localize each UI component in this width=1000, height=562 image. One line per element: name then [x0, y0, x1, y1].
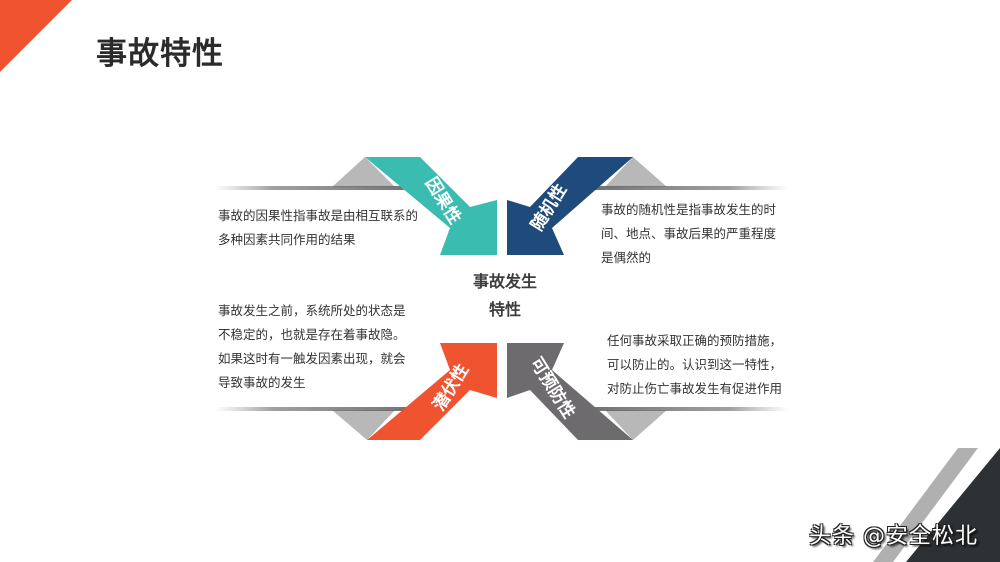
preventability-back-triangle — [605, 410, 667, 440]
randomness-arrow — [507, 157, 633, 255]
latency-shadow-line — [215, 407, 445, 411]
preventability-shadow-line — [558, 407, 788, 411]
randomness-description: 事故的随机性是指事故发生的时 间、地点、事故后果的严重程度 是偶然的 — [601, 202, 777, 265]
preventability-description: 任何事故采取正确的预防措施， 可以防止的。认识到这一特性， 对防止伤亡事故发生有… — [607, 333, 783, 396]
latency-description: 事故发生之前，系统所处的状态是 不稳定的，也就是存在着事故隐。 如果这时有一触发… — [218, 303, 406, 390]
causality-shadow-line — [215, 186, 445, 190]
corner-accent-dark — [906, 448, 1000, 562]
randomness-shadow-line — [558, 186, 788, 190]
page-title: 事故特性 — [96, 36, 224, 72]
randomness-back-triangle — [605, 157, 667, 187]
center-label: 事故发生 特性 — [472, 272, 537, 319]
causality-arrow — [365, 157, 497, 255]
preventability-arrow — [507, 343, 633, 440]
watermark: 头条 @安全松北 — [809, 524, 978, 549]
latency-back-triangle — [332, 410, 395, 440]
corner-accent-red — [0, 0, 72, 72]
causality-description: 事故的因果性指事故是由相互联系的 多种因素共同作用的结果 — [218, 208, 419, 247]
corner-stripe-gray — [873, 448, 978, 562]
causality-back-triangle — [332, 157, 395, 187]
latency-arrow — [367, 343, 497, 440]
